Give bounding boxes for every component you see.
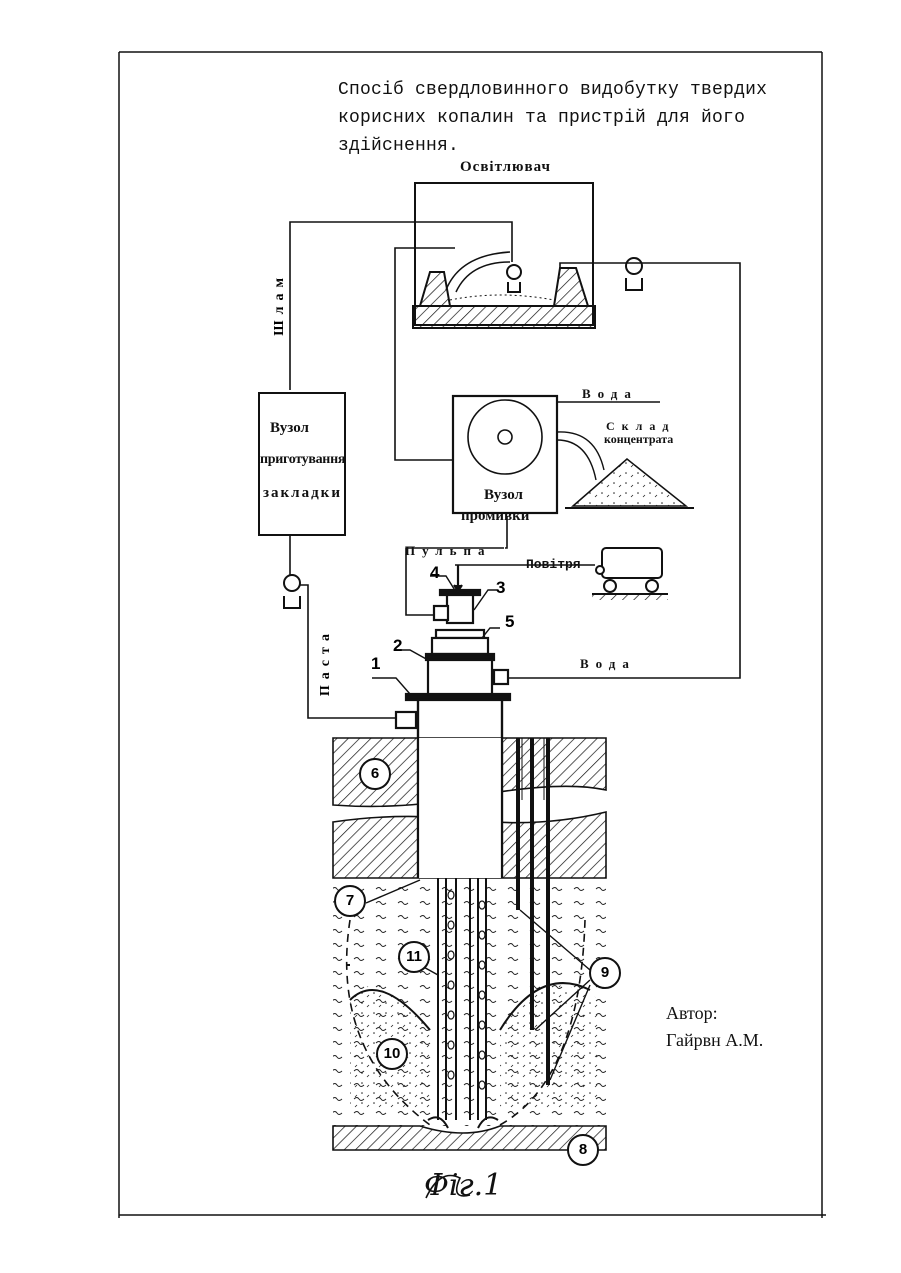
title-line-3: здійснення.	[338, 136, 459, 156]
part-number-7: 7	[334, 885, 366, 917]
part-number-5: 5	[505, 612, 514, 632]
slurry-label: Шлам	[272, 272, 288, 336]
part-number-8: 8	[567, 1134, 599, 1166]
wash-unit-label-1: Вузол	[484, 487, 523, 504]
part-number-4: 4	[430, 563, 439, 583]
paste-label: Паста	[318, 628, 334, 696]
part-number-2: 2	[393, 636, 402, 656]
title-line-2: корисних копалин та пристрій для його	[338, 108, 745, 128]
part-number-10: 10	[376, 1038, 408, 1070]
part-number-6: 6	[359, 758, 391, 790]
backfill-unit-label-1: Вузол	[270, 420, 309, 437]
part-number-1: 1	[371, 654, 380, 674]
part-number-11: 11	[398, 941, 430, 973]
concentrate-pile	[565, 459, 694, 508]
wash-unit-label-2: промивки	[461, 508, 529, 525]
backfill-unit-label-3: закладки	[263, 485, 342, 502]
clarifier-unit	[413, 183, 595, 328]
part-number-3: 3	[496, 578, 505, 598]
air-compressor	[592, 548, 668, 600]
wash-unit	[453, 396, 604, 513]
pump-left	[284, 575, 300, 608]
figure-caption: Фіг.1	[424, 1168, 502, 1203]
pulp-label: Пульпа	[405, 543, 491, 559]
well-casing	[418, 700, 502, 878]
title-line-1: Спосіб свердловинного видобутку твердих	[338, 80, 767, 100]
air-label: Повітря	[526, 557, 581, 572]
part-number-9: 9	[589, 957, 621, 989]
author-name: Гайрвн А.М.	[666, 1030, 763, 1051]
backfill-unit-label-2: приготування	[260, 452, 345, 468]
clarifier-label: Освітлювач	[460, 159, 551, 176]
author-label: Автор:	[666, 1003, 718, 1024]
water-bottom-label: Вода	[580, 656, 636, 672]
concentrate-label-2: концентрата	[604, 432, 673, 447]
water-top-label: Вода	[582, 386, 638, 402]
base-layer	[333, 1126, 606, 1150]
